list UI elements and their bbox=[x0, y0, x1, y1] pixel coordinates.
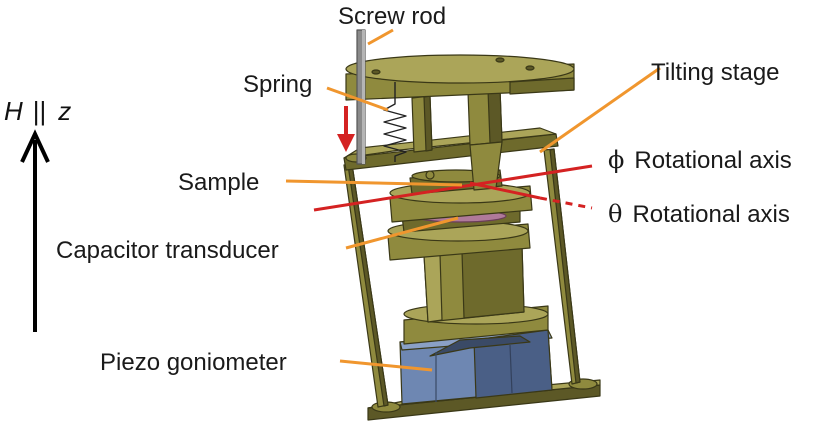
piezo-goniometer-body bbox=[399, 329, 553, 405]
theta-axis-text: Rotational axis bbox=[632, 201, 789, 228]
label-capacitor-transducer: Capacitor transducer bbox=[56, 237, 279, 264]
callout-lines bbox=[285, 28, 661, 372]
field-label: H || z bbox=[4, 96, 71, 126]
field-parallel: || bbox=[33, 96, 47, 126]
field-z: z bbox=[57, 96, 71, 126]
apparatus bbox=[343, 29, 601, 421]
callout-tilting-stage bbox=[539, 66, 661, 154]
callout-sample bbox=[285, 179, 463, 187]
label-sample: Sample bbox=[178, 169, 259, 196]
top-plate bbox=[345, 54, 575, 101]
label-spring: Spring bbox=[243, 71, 312, 98]
phi-rotation-axis bbox=[313, 164, 593, 212]
callout-piezo bbox=[339, 359, 433, 372]
phi-symbol: ϕ bbox=[608, 146, 624, 174]
force-arrow bbox=[337, 106, 355, 152]
label-tilting-stage: Tilting stage bbox=[651, 59, 780, 86]
label-theta-axis: θ Rotational axis bbox=[608, 200, 790, 228]
callout-capacitor bbox=[345, 216, 459, 250]
callout-spring bbox=[326, 86, 389, 112]
label-screw-rod: Screw rod bbox=[338, 3, 446, 30]
label-phi-axis: ϕ Rotational axis bbox=[608, 146, 792, 174]
theta-symbol: θ bbox=[608, 200, 622, 228]
vertical-posts bbox=[411, 88, 503, 191]
field-h: H bbox=[4, 96, 23, 126]
tilting-stage-plate bbox=[343, 127, 559, 171]
callout-screw-rod bbox=[367, 28, 394, 46]
central-column bbox=[423, 245, 525, 323]
theta-rotation-axis bbox=[469, 181, 593, 210]
screw-rod bbox=[356, 29, 366, 165]
phi-axis-text: Rotational axis bbox=[634, 147, 791, 174]
support-rod-right bbox=[543, 148, 581, 385]
field-direction-arrow bbox=[20, 129, 50, 332]
label-piezo-goniometer: Piezo goniometer bbox=[100, 349, 287, 376]
